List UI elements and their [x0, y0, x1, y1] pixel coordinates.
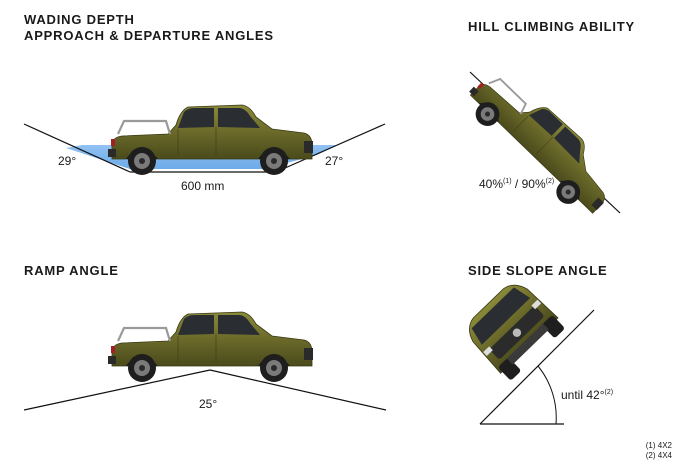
approach-angle-line	[23, 123, 131, 173]
hill-note-4x2: (1)	[503, 178, 512, 185]
side-slope-diagram	[459, 275, 595, 425]
departure-angle-label: 27°	[325, 154, 344, 168]
side-title: SIDE SLOPE ANGLE	[468, 263, 608, 278]
ramp-diagram	[23, 310, 387, 411]
footnotes: (1) 4X2 (2) 4X4	[646, 441, 672, 461]
hill-value-4x4: 90%	[521, 177, 546, 191]
pickup-ramp-view	[106, 310, 315, 384]
ramp-angle-label: 25°	[199, 397, 218, 411]
approach-angle-label: 29°	[58, 154, 77, 168]
ramp-left-line	[23, 369, 211, 411]
wading-diagram	[23, 103, 386, 177]
side-slope-value: until 42°(2)	[561, 388, 613, 402]
hill-value-4x2: 40%	[479, 177, 504, 191]
side-prefix: until	[561, 388, 587, 402]
ramp-right-line	[209, 369, 387, 411]
side-angle: 42°	[586, 388, 605, 402]
hill-diagram	[457, 58, 627, 225]
hill-separator: /	[511, 177, 522, 191]
side-note: (2)	[604, 389, 614, 396]
wading-title-line2: APPROACH & DEPARTURE ANGLES	[24, 28, 274, 43]
wading-depth-label: 600 mm	[181, 179, 225, 193]
hill-climbing-value: 40%(1) / 90%(2)	[479, 177, 554, 191]
side-angle-arc	[537, 365, 557, 425]
pickup-front-view	[459, 275, 568, 383]
departure-angle-line	[275, 123, 386, 173]
pickup-climbing	[457, 58, 627, 225]
wading-title-line1: WADING DEPTH	[24, 12, 135, 27]
hill-note-4x4: (2)	[545, 178, 555, 185]
footnote-1: (1) 4X2	[645, 441, 672, 450]
hill-title: HILL CLIMBING ABILITY	[468, 19, 636, 34]
footnote-2: (2) 4X4	[645, 451, 672, 460]
ramp-title: RAMP ANGLE	[24, 263, 119, 278]
side-slope-line	[479, 309, 595, 425]
